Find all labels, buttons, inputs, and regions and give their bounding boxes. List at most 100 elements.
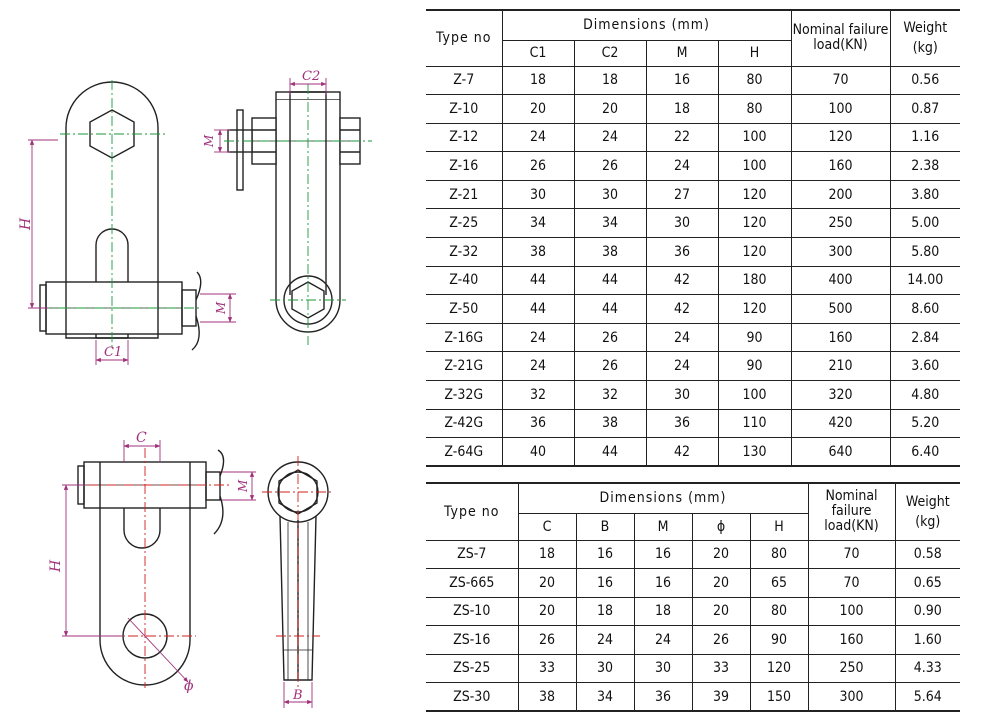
z-value-cell: 24 (501, 122, 575, 153)
zs-value-cell: 39 (691, 682, 751, 712)
z-value-cell: 100 (717, 380, 792, 410)
z-type-cell: Z-16 (426, 151, 503, 181)
technical-drawings: H C1 M C2 M (18, 69, 372, 708)
z-value-cell: 38 (501, 237, 575, 267)
z-value-cell: 30 (645, 208, 719, 239)
z-value-cell: 0.87 (889, 94, 961, 124)
z-value-cell: 26 (573, 151, 647, 181)
zs-value-cell: 100 (807, 596, 896, 626)
z-type-cell: Z-16G (426, 322, 503, 353)
z-value-cell: 120 (717, 294, 792, 324)
z-value-cell: 180 (717, 265, 792, 296)
z-value-cell: 30 (573, 179, 647, 210)
z-value-cell: 120 (717, 237, 792, 267)
z-value-cell: 250 (790, 208, 891, 239)
zs-front-label-m: M (236, 479, 250, 493)
zs-type-cell: ZS-16 (426, 625, 519, 655)
z-front-label-c1: C1 (104, 345, 122, 360)
z-value-cell: 100 (790, 94, 891, 124)
zs-value-cell: 18 (517, 539, 577, 569)
zs-value-cell: 30 (575, 653, 635, 683)
z-nominal-header-line2: load(KN) (813, 37, 868, 54)
zs-nominal-header-line2: load(KN) (824, 518, 879, 535)
z-type-cell: Z-40 (426, 265, 503, 296)
z-value-cell: 42 (645, 294, 719, 324)
z-front-dimensions (28, 139, 236, 365)
zs-type-cell: ZS-665 (426, 568, 519, 598)
zs-col-m: M (633, 512, 693, 541)
z-type-cell: Z-21 (426, 179, 503, 210)
zs-value-cell: 20 (691, 596, 751, 626)
z-side-label-m: M (202, 134, 216, 148)
z-front-centerlines (40, 80, 200, 350)
z-weight-header-line1: Weight (903, 20, 948, 37)
z-weight-header: Weight (kg) (889, 9, 961, 67)
z-front-view (39, 81, 202, 351)
z-value-cell: 44 (501, 265, 575, 296)
z-value-cell: 5.00 (889, 208, 961, 239)
z-type-cell: Z-10 (426, 94, 503, 124)
zs-value-cell: 24 (633, 625, 693, 655)
zs-value-cell: 26 (691, 625, 751, 655)
z-value-cell: 20 (501, 94, 575, 124)
z-weight-header-line2: (kg) (912, 40, 938, 57)
zs-front-centerlines (70, 448, 230, 688)
z-value-cell: 100 (717, 122, 792, 153)
z-value-cell: 0.56 (889, 65, 961, 96)
z-value-cell: 26 (501, 151, 575, 181)
zs-weight-header: Weight (kg) (894, 482, 960, 541)
z-value-cell: 110 (717, 408, 792, 439)
z-value-cell: 24 (501, 351, 575, 382)
zs-spec-table: Type no Dimensions (mm) Nominal failure … (426, 482, 960, 712)
zs-value-cell: 20 (517, 596, 577, 626)
zs-type-cell: ZS-25 (426, 653, 519, 683)
z-value-cell: 320 (790, 380, 891, 410)
zs-type-cell: ZS-10 (426, 596, 519, 626)
z-value-cell: 80 (717, 65, 792, 96)
z-value-cell: 18 (573, 65, 647, 96)
z-value-cell: 200 (790, 179, 891, 210)
zs-type-cell: ZS-7 (426, 539, 519, 569)
z-value-cell: 44 (573, 265, 647, 296)
z-front-label-m: M (214, 301, 228, 315)
zs-type-header: Type no (426, 482, 519, 541)
z-value-cell: 26 (573, 351, 647, 382)
z-type-cell: Z-50 (426, 294, 503, 324)
z-front-label-h: H (18, 217, 34, 231)
zs-value-cell: 80 (749, 596, 809, 626)
zs-value-cell: 70 (807, 568, 896, 598)
zs-col-c: C (518, 512, 577, 541)
zs-value-cell: 300 (807, 682, 896, 712)
zs-value-cell: 26 (517, 625, 577, 655)
zs-value-cell: 24 (575, 625, 635, 655)
z-type-cell: Z-32 (426, 237, 503, 267)
z-col-c1: C1 (502, 39, 575, 67)
z-value-cell: 100 (717, 151, 792, 181)
z-value-cell: 24 (501, 322, 575, 353)
z-value-cell: 640 (790, 437, 891, 467)
z-value-cell: 2.84 (889, 322, 961, 353)
zs-dimensions-header: Dimensions (mm) (517, 482, 809, 514)
z-value-cell: 3.60 (889, 351, 961, 382)
zs-front-dimensions (62, 440, 256, 683)
z-value-cell: 34 (573, 208, 647, 239)
zs-value-cell: 38 (517, 682, 577, 712)
z-value-cell: 30 (501, 179, 575, 210)
z-value-cell: 18 (645, 94, 719, 124)
z-type-cell: Z-64G (426, 437, 503, 467)
zs-nominal-header: Nominal failure load(KN) (807, 482, 896, 541)
zs-value-cell: 0.65 (894, 568, 960, 598)
z-type-cell: Z-42G (426, 408, 503, 439)
